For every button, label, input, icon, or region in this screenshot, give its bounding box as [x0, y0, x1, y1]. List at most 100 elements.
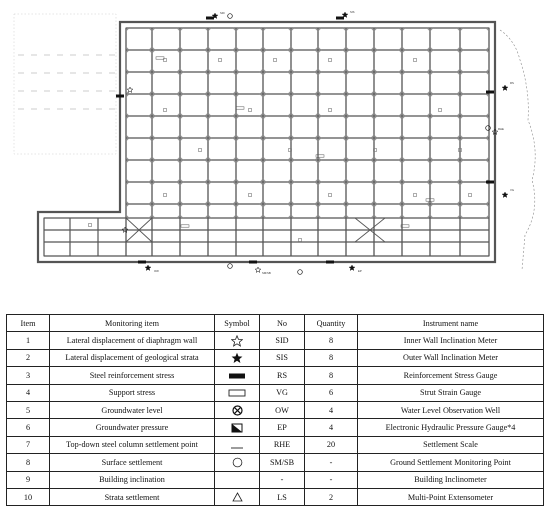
corner-brace — [262, 137, 292, 161]
corner-brace — [373, 71, 403, 95]
point-label: SIS — [350, 10, 355, 14]
legend-code: SIS — [259, 348, 305, 368]
legend-instrument-name: Water Level Observation Well — [357, 400, 544, 420]
legend-code: OW — [259, 400, 305, 420]
corner-brace — [179, 181, 209, 205]
legend-symbol — [214, 418, 260, 437]
neighbor-building-outline — [499, 29, 536, 271]
corner-brace — [290, 181, 319, 205]
legend-code: LS — [259, 487, 305, 507]
star-filled-icon — [231, 352, 243, 363]
crossed-circle-icon — [297, 269, 303, 275]
corner-brace — [125, 49, 153, 73]
corner-brace — [345, 49, 375, 73]
point-label: SID — [220, 11, 225, 15]
corner-brace — [429, 27, 461, 51]
corner-brace — [179, 137, 209, 161]
corner-brace — [401, 159, 431, 183]
corner-brace — [401, 49, 431, 73]
legend-header-row: Item Monitoring item Symbol No Quantity … — [6, 313, 544, 333]
circle-outline-icon — [232, 457, 242, 468]
inner-wall — [43, 27, 490, 257]
filled-bar-icon — [326, 260, 334, 264]
corner-brace — [317, 71, 347, 95]
header-no: No — [259, 313, 305, 333]
corner-brace — [459, 71, 490, 95]
corner-brace — [207, 27, 237, 51]
corner-brace — [317, 115, 347, 139]
corner-brace — [373, 159, 403, 183]
column-marker — [88, 223, 92, 227]
column-marker — [248, 193, 252, 197]
star-outline-icon — [121, 226, 129, 233]
crossed-circle-icon — [485, 125, 491, 131]
x-brace — [354, 217, 386, 243]
legend-quantity: 8 — [304, 366, 358, 385]
column-marker — [198, 148, 202, 152]
legend-item-number: 2 — [6, 348, 50, 368]
corner-brace — [429, 49, 461, 73]
column-marker — [218, 58, 222, 62]
corner-brace — [429, 159, 461, 183]
corner-brace — [373, 115, 403, 139]
corner-brace — [290, 203, 319, 219]
outline-rect-icon — [400, 224, 410, 228]
corner-brace — [317, 49, 347, 73]
site-left-dashes — [13, 13, 117, 155]
corner-brace — [179, 159, 209, 183]
corner-brace — [317, 27, 347, 51]
corner-brace — [235, 137, 264, 161]
corner-brace — [345, 115, 375, 139]
header-symbol: Symbol — [214, 313, 260, 333]
legend-instrument-name: Outer Wall Inclination Meter — [357, 348, 544, 368]
column-marker — [328, 193, 332, 197]
half-filled-square-icon — [231, 423, 243, 433]
legend-symbol — [214, 435, 260, 455]
column-marker — [288, 148, 292, 152]
legend-symbol — [214, 383, 260, 402]
filled-bar-icon — [336, 16, 344, 20]
corner-brace — [235, 49, 264, 73]
legend-monitoring-item: Groundwater pressure — [49, 418, 215, 437]
corner-brace — [429, 115, 461, 139]
filled-bar-icon — [249, 260, 257, 264]
column-marker — [328, 108, 332, 112]
legend-item-number: 3 — [6, 366, 50, 385]
corner-brace — [207, 49, 237, 73]
corner-brace — [235, 203, 264, 219]
corner-brace — [290, 115, 319, 139]
legend-symbol — [214, 453, 260, 472]
corner-brace — [317, 137, 347, 161]
corner-brace — [207, 181, 237, 205]
corner-brace — [345, 93, 375, 117]
corner-brace — [207, 137, 237, 161]
header-monitoring-item: Monitoring item — [49, 313, 215, 333]
legend-symbol — [214, 487, 260, 507]
corner-brace — [207, 71, 237, 95]
corner-brace — [290, 137, 319, 161]
legend-item-number: 5 — [6, 400, 50, 420]
underline-icon — [231, 448, 243, 449]
column-marker — [163, 193, 167, 197]
star-filled-icon — [341, 11, 349, 18]
corner-brace — [317, 159, 347, 183]
corner-brace — [207, 115, 237, 139]
corner-brace — [401, 181, 431, 205]
legend-quantity: 20 — [304, 435, 358, 455]
outline-rect-icon — [228, 389, 246, 397]
header-instrument-name: Instrument name — [357, 313, 544, 333]
corner-brace — [179, 203, 209, 219]
filled-bar-icon — [206, 16, 214, 20]
corner-brace — [262, 115, 292, 139]
legend-item-number: 1 — [6, 331, 50, 350]
column-marker — [413, 58, 417, 62]
corner-brace — [262, 27, 292, 51]
corner-brace — [401, 71, 431, 95]
header-quantity: Quantity — [304, 313, 358, 333]
corner-brace — [151, 49, 181, 73]
legend-symbol — [214, 400, 260, 420]
